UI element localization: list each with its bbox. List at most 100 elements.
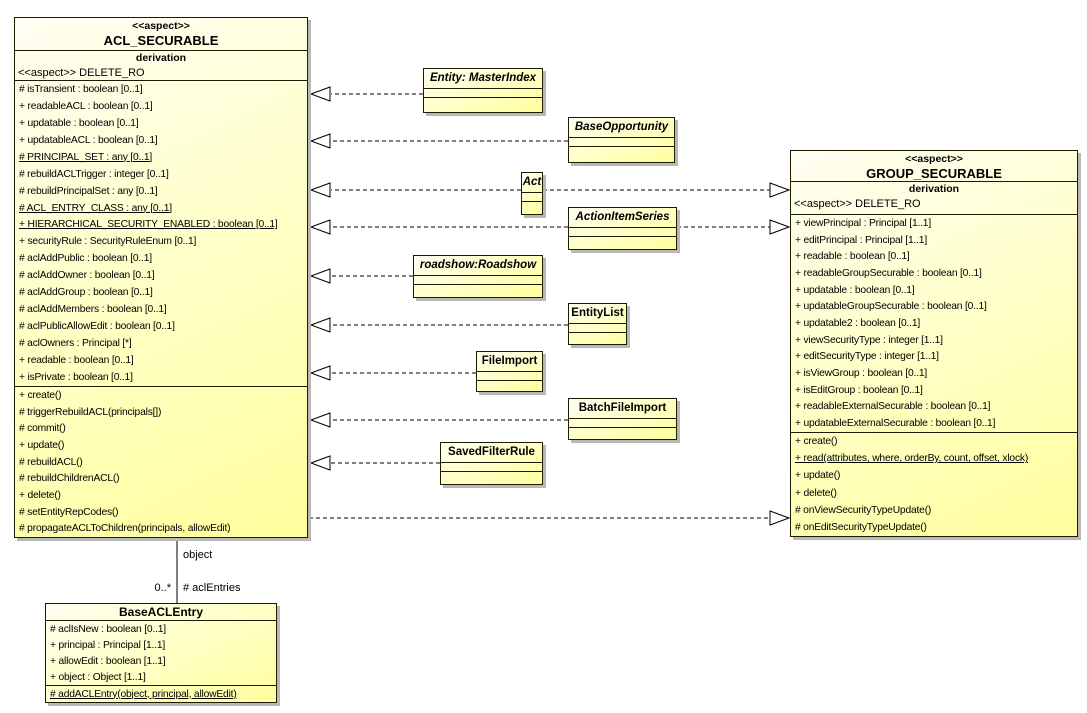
class-entitylist[interactable]: EntityList	[568, 303, 627, 345]
class-savedfilterrule[interactable]: SavedFilterRule	[440, 442, 543, 485]
hollow-arrowhead-icon	[309, 133, 331, 149]
class-name: ActionItemSeries	[569, 208, 676, 228]
derivation-compartment: derivation <<aspect>> DELETE_RO	[15, 51, 307, 81]
class-name: EntityList	[569, 304, 626, 324]
association-multiplicity: 0..*	[154, 582, 171, 594]
stereotype-label: <<aspect>>	[905, 153, 963, 165]
operations-compartment	[477, 381, 542, 391]
attribute-row: + principal : Principal [1..1]	[50, 639, 166, 651]
class-act[interactable]: Act	[521, 172, 543, 215]
attribute-row: + updatable2 : boolean [0..1]	[795, 317, 921, 329]
operations-compartment	[522, 202, 542, 214]
attribute-row: + securityRule : SecurityRuleEnum [0..1]	[19, 236, 197, 248]
attribute-row: + updatable : boolean [0..1]	[795, 284, 915, 296]
class-name: BatchFileImport	[569, 399, 676, 419]
attribute-row: + updatableACL : boolean [0..1]	[19, 134, 158, 146]
name-compartment: <<aspect>> GROUP_SECURABLE	[791, 151, 1077, 182]
stereotype-label: <<aspect>>	[132, 20, 190, 32]
operations-compartment	[424, 98, 542, 112]
attribute-row: + readable : boolean [0..1]	[795, 251, 910, 263]
operation-row: + create()	[795, 436, 838, 448]
attribute-row: # aclAddOwner : boolean [0..1]	[19, 270, 155, 282]
operation-row: + delete()	[19, 489, 61, 501]
attribute-row: + readable : boolean [0..1]	[19, 354, 134, 366]
attribute-row: + isPrivate : boolean [0..1]	[19, 371, 133, 383]
attribute-row: + updatable : boolean [0..1]	[19, 117, 139, 129]
attribute-row: + readableACL : boolean [0..1]	[19, 100, 153, 112]
attributes-compartment	[569, 138, 674, 147]
attributes-compartment: # aclIsNew : boolean [0..1]+ principal :…	[46, 621, 276, 686]
attribute-row: # aclAddPublic : boolean [0..1]	[19, 253, 152, 265]
class-group-securable[interactable]: <<aspect>> GROUP_SECURABLE derivation <<…	[790, 150, 1078, 537]
class-name: Act	[522, 173, 542, 193]
attribute-row: + HIERARCHICAL_SECURITY_ENABLED : boolea…	[19, 219, 278, 231]
attribute-row: + isEditGroup : boolean [0..1]	[795, 384, 923, 396]
operation-row: # rebuildChildrenACL()	[19, 473, 120, 485]
attribute-row: + editSecurityType : integer [1..1]	[795, 351, 939, 363]
attribute-row: + allowEdit : boolean [1..1]	[50, 655, 166, 667]
attributes-compartment	[569, 228, 676, 237]
attribute-row: # aclOwners : Principal [*]	[19, 338, 132, 350]
attribute-row: + editPrincipal : Principal [1..1]	[795, 234, 927, 246]
class-roadshow[interactable]: roadshow:Roadshow	[413, 255, 543, 298]
class-entity-masterindex[interactable]: Entity: MasterIndex	[423, 68, 543, 113]
operations-compartment: + create() + read(attributes, where, orde…	[791, 433, 1077, 536]
attribute-row: # rebuildACLTrigger : integer [0..1]	[19, 168, 169, 180]
attribute-row: + updatableExternalSecurable : boolean […	[795, 418, 996, 430]
secondary-stereotype-label: <<aspect>> DELETE_RO	[18, 67, 145, 79]
hollow-arrowhead-icon	[309, 182, 331, 198]
operations-compartment	[569, 147, 674, 162]
class-batchfileimport[interactable]: BatchFileImport	[568, 398, 677, 440]
attribute-row: + isViewGroup : boolean [0..1]	[795, 368, 928, 380]
operation-row: + create()	[19, 389, 62, 401]
association-role-aclentries: # aclEntries	[183, 582, 241, 594]
operation-row: # triggerRebuildACL(principals[])	[19, 406, 162, 418]
attribute-row: # aclAddGroup : boolean [0..1]	[19, 287, 153, 299]
derivation-label: derivation	[908, 183, 960, 195]
class-name: FileImport	[477, 352, 542, 372]
class-name: BaseOpportunity	[569, 118, 674, 138]
class-name: ACL_SECURABLE	[103, 33, 219, 48]
attribute-row: + viewPrincipal : Principal [1..1]	[795, 217, 931, 229]
hollow-arrowhead-icon	[309, 317, 331, 333]
class-name: GROUP_SECURABLE	[866, 166, 1002, 181]
attributes-compartment	[441, 463, 542, 472]
attribute-row: # PRINCIPAL_SET : any [0..1]	[19, 151, 153, 163]
attributes-compartment: + viewPrincipal : Principal [1..1] + edit…	[791, 215, 1077, 433]
operation-row: # addACLEntry(object, principal, allowEd…	[50, 688, 237, 700]
class-name: Entity: MasterIndex	[424, 69, 542, 89]
hollow-arrowhead-icon	[309, 219, 331, 235]
operation-row: + read(attributes, where, orderBy, count…	[795, 453, 1029, 465]
operations-compartment: + create() # triggerRebuildACL(principals…	[15, 387, 307, 537]
class-actionitemseries[interactable]: ActionItemSeries	[568, 207, 677, 250]
attributes-compartment	[569, 324, 626, 333]
attributes-compartment	[522, 193, 542, 202]
class-name: BaseACLEntry	[46, 604, 276, 621]
class-baseopportunity[interactable]: BaseOpportunity	[568, 117, 675, 163]
derivation-compartment: derivation <<aspect>> DELETE_RO	[791, 182, 1077, 215]
operation-row: + update()	[795, 470, 841, 482]
operation-row: # setEntityRepCodes()	[19, 506, 119, 518]
class-base-acl-entry[interactable]: BaseACLEntry # aclIsNew : boolean [0..1]…	[45, 603, 277, 703]
operation-row: # onEditSecurityTypeUpdate()	[795, 521, 927, 533]
attribute-row: # isTransient : boolean [0..1]	[19, 83, 143, 95]
class-fileimport[interactable]: FileImport	[476, 351, 543, 392]
attribute-row: + object : Object [1..1]	[50, 671, 146, 683]
operation-row: # onViewSecurityTypeUpdate()	[795, 504, 932, 516]
operation-row: # rebuildACL()	[19, 456, 83, 468]
attributes-compartment	[477, 372, 542, 381]
attribute-row: + viewSecurityType : integer [1..1]	[795, 334, 943, 346]
attributes-compartment	[414, 276, 542, 285]
attribute-row: + readableExternalSecurable : boolean [0…	[795, 401, 991, 413]
name-compartment: <<aspect>> ACL_SECURABLE	[15, 18, 307, 51]
attribute-row: # ACL_ENTRY_CLASS : any [0..1]	[19, 202, 172, 214]
hollow-arrowhead-icon	[769, 219, 791, 235]
hollow-arrowhead-icon	[309, 268, 331, 284]
attributes-compartment: # isTransient : boolean [0..1] + readable…	[15, 81, 307, 387]
attributes-compartment	[424, 89, 542, 98]
attribute-row: + updatableGroupSecurable : boolean [0..…	[795, 301, 987, 313]
class-acl-securable[interactable]: <<aspect>> ACL_SECURABLE derivation <<as…	[14, 17, 308, 538]
attribute-row: + readableGroupSecurable : boolean [0..1…	[795, 267, 982, 279]
operations-compartment	[569, 237, 676, 249]
operations-compartment: # addACLEntry(object, principal, allowEd…	[46, 686, 276, 702]
